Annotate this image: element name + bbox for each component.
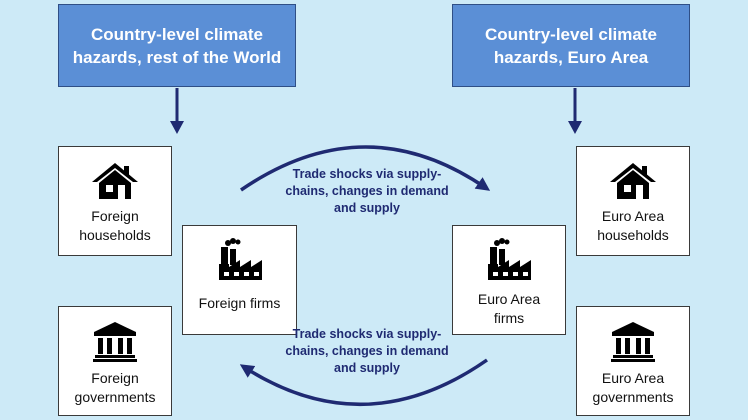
node-euro-area-households: Euro Area households [576, 146, 690, 256]
label-euro-area-households: Euro Area households [597, 208, 669, 243]
label-foreign-households: Foreign households [79, 208, 151, 243]
node-euro-area-governments: Euro Area governments [576, 306, 690, 416]
trade-arrow-top [240, 145, 491, 192]
label-foreign-governments: Foreign governments [74, 370, 156, 405]
house-icon [610, 163, 656, 199]
hazard-box-rest-of-world: Country-level climate hazards, rest of t… [58, 4, 296, 87]
bank-icon [611, 322, 655, 362]
factory-icon [218, 238, 262, 280]
hazard-label-rest-of-world: Country-level climate hazards, rest of t… [72, 24, 282, 67]
node-foreign-governments: Foreign governments [58, 306, 172, 416]
label-euro-area-governments: Euro Area governments [592, 370, 674, 405]
down-arrow-rest-of-world [170, 88, 184, 134]
trade-arrow-bottom [239, 358, 488, 407]
node-foreign-firms: Foreign firms [182, 225, 297, 335]
house-icon [92, 163, 138, 199]
trade-shock-label-bottom: Trade shocks via supply-chains, changes … [285, 327, 449, 375]
node-foreign-households: Foreign households [58, 146, 172, 256]
trade-shock-label-top: Trade shocks via supply-chains, changes … [285, 167, 449, 215]
bank-icon [93, 322, 137, 362]
hazard-label-euro-area: Country-level climate hazards, Euro Area [485, 24, 657, 67]
factory-icon [488, 238, 531, 280]
label-euro-area-firms: Euro Area firms [477, 291, 541, 326]
node-euro-area-firms: Euro Area firms [452, 225, 566, 335]
label-foreign-firms: Foreign firms [198, 295, 281, 311]
hazard-box-euro-area: Country-level climate hazards, Euro Area [452, 4, 690, 87]
down-arrow-euro-area [568, 88, 582, 134]
